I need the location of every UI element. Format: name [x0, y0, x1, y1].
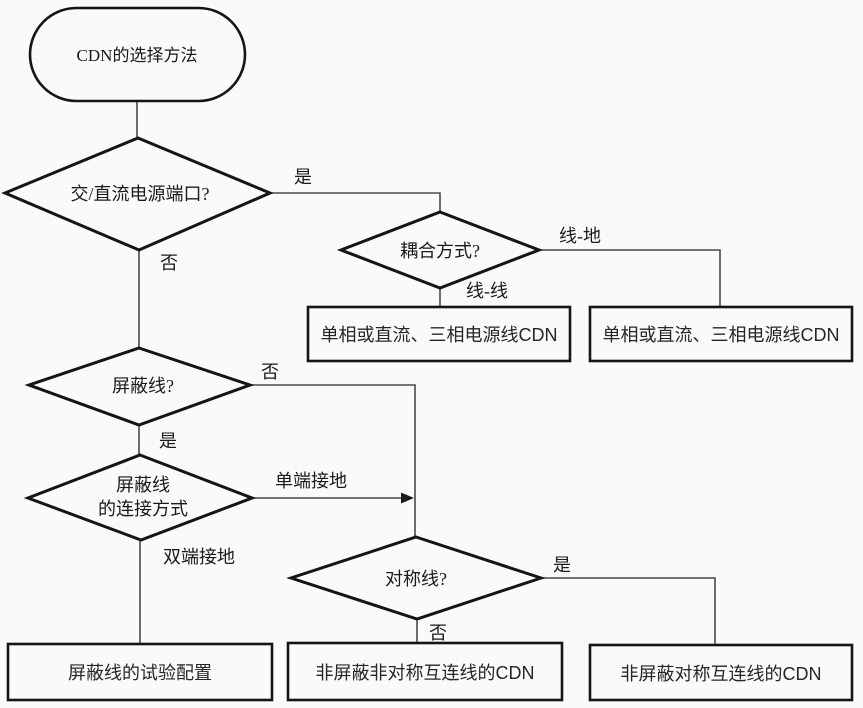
node-result-shielded-config: 屏蔽线的试验配置	[6, 642, 274, 702]
edge-label-shielded-no: 否	[261, 362, 279, 382]
connector-coupling-line-ground-to-box	[537, 249, 721, 309]
symmetric-line-label: 对称线?	[385, 569, 447, 589]
edge-label-power-port-yes: 是	[294, 167, 312, 187]
arrowhead-single-end	[401, 492, 414, 504]
node-result-unshielded-unsymmetric: 非屏蔽非对称互连线的CDN	[286, 641, 564, 702]
connector-symmetric-yes-to-box	[539, 577, 716, 647]
shield-connection-label-line1: 屏蔽线	[116, 475, 170, 495]
power-cdn-left-box	[306, 305, 572, 363]
symmetric-line-diamond	[286, 535, 546, 621]
edge-label-single-end-ground: 单端接地	[275, 471, 347, 491]
unshielded-unsymmetric-box	[286, 641, 564, 702]
shield-connection-label-line2: 的连接方式	[98, 499, 188, 519]
edge-label-symmetric-yes: 是	[553, 555, 571, 575]
power-port-diamond	[1, 136, 274, 252]
shielded-config-label: 屏蔽线的试验配置	[68, 663, 212, 683]
edge-label-line-line: 线-线	[466, 281, 508, 301]
node-result-power-cdn-right: 单相或直流、三相电源线CDN	[588, 305, 854, 363]
power-cdn-right-label: 单相或直流、三相电源线CDN	[603, 325, 840, 345]
unshielded-symmetric-box	[588, 643, 854, 702]
coupling-mode-diamond	[336, 210, 544, 290]
shielded-line-label: 屏蔽线?	[112, 376, 174, 396]
edge-label-shielded-yes: 是	[159, 431, 177, 451]
power-cdn-right-box	[588, 305, 854, 363]
connector-power-port-yes-to-coupling	[268, 192, 441, 216]
edge-label-power-port-no: 否	[160, 253, 178, 273]
node-decision-power-port: 交/直流电源端口?	[1, 136, 274, 252]
power-cdn-left-label: 单相或直流、三相电源线CDN	[321, 325, 558, 345]
unshielded-unsymmetric-label: 非屏蔽非对称互连线的CDN	[316, 663, 535, 683]
shield-connection-diamond	[23, 453, 257, 542]
connector-shielded-no-to-symmetric	[248, 384, 416, 539]
shielded-config-box	[6, 642, 274, 702]
node-decision-shielded-line: 屏蔽线?	[24, 346, 255, 427]
start-label: CDN的选择方法	[77, 46, 198, 65]
shielded-line-diamond	[24, 346, 255, 427]
coupling-mode-label: 耦合方式?	[400, 241, 480, 261]
node-decision-shield-connection: 屏蔽线 的连接方式	[23, 453, 257, 542]
node-result-power-cdn-left: 单相或直流、三相电源线CDN	[306, 305, 572, 363]
edge-label-line-ground: 线-地	[559, 226, 601, 246]
node-result-unshielded-symmetric: 非屏蔽对称互连线的CDN	[588, 643, 854, 702]
edge-label-double-end-ground: 双端接地	[163, 547, 235, 567]
power-port-label: 交/直流电源端口?	[71, 184, 210, 204]
edge-label-symmetric-no: 否	[429, 623, 447, 643]
node-decision-symmetric-line: 对称线?	[286, 535, 546, 621]
unshielded-symmetric-label: 非屏蔽对称互连线的CDN	[621, 664, 822, 684]
node-start: CDN的选择方法	[28, 6, 247, 103]
start-terminator-shape	[28, 6, 247, 103]
node-decision-coupling-mode: 耦合方式?	[336, 210, 544, 290]
